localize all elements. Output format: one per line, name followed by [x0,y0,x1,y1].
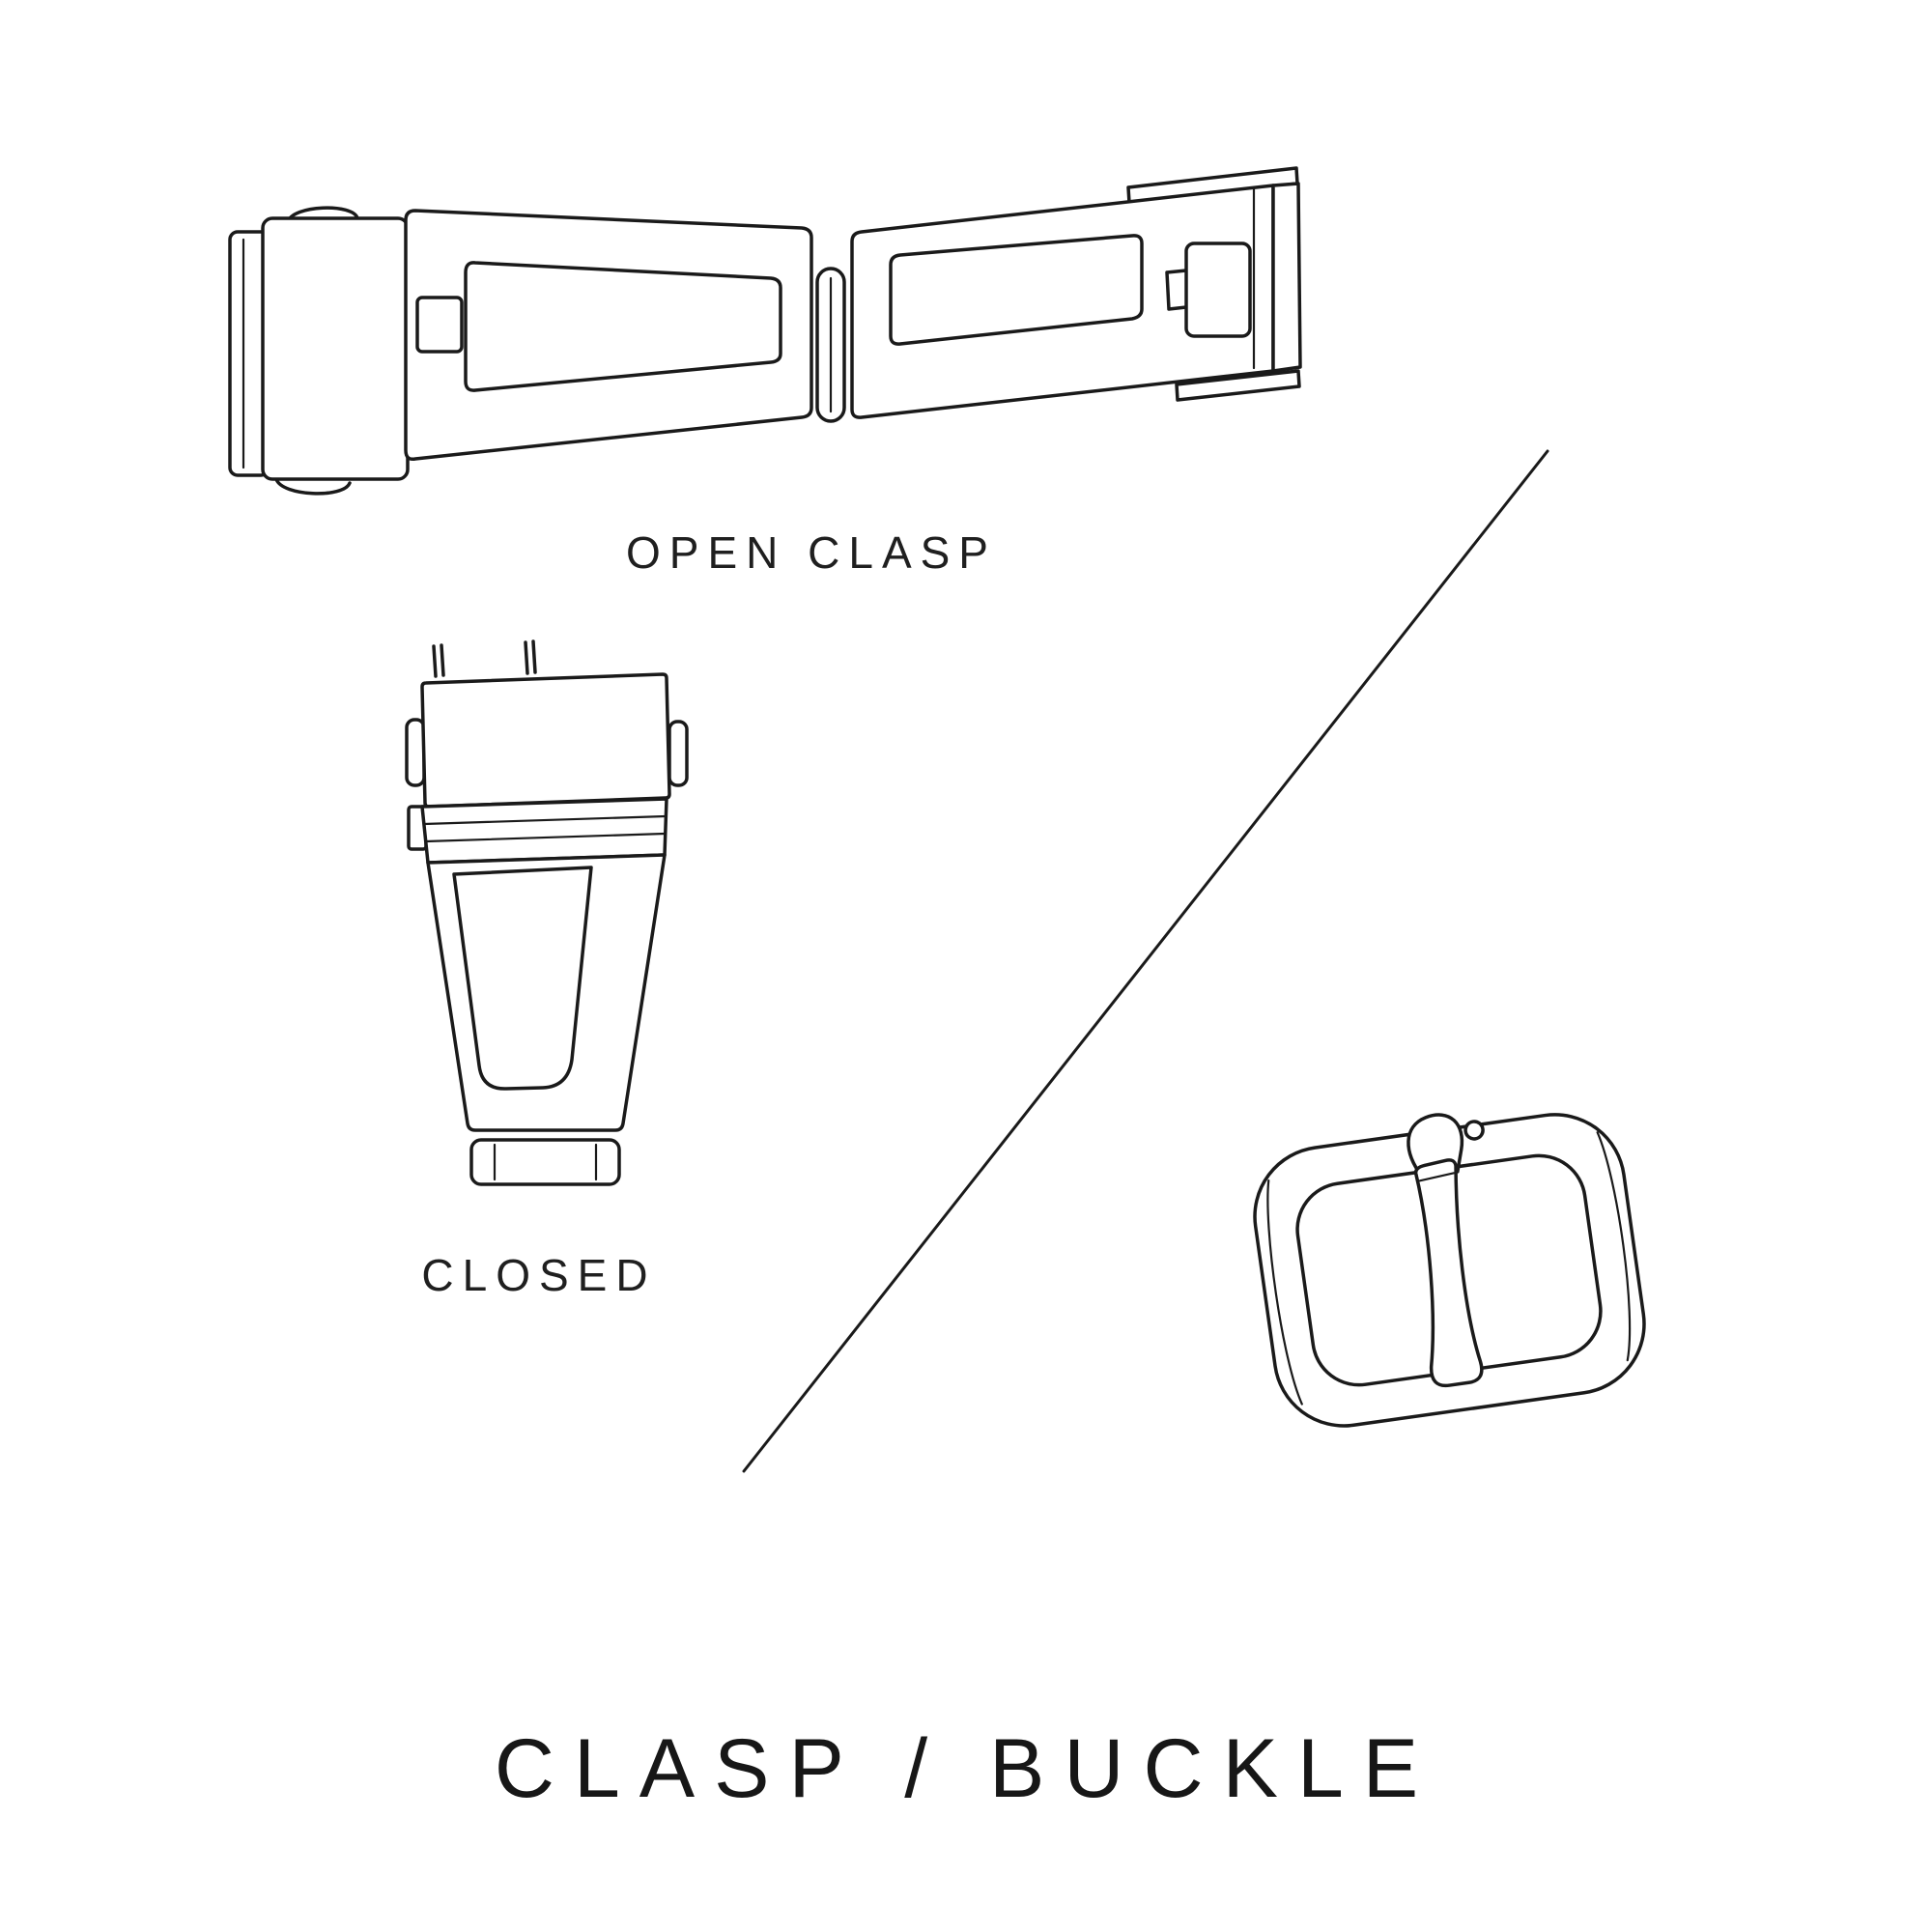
open-clasp-right-arm [850,166,1302,419]
open-clasp-caption: OPEN CLASP [626,527,997,578]
closed-clasp-prongs [432,639,537,678]
closed-clasp-band [407,797,668,865]
closed-clasp-caption: CLOSED [421,1250,657,1300]
open-clasp-hinge [815,267,846,423]
diagonal-separator-line [742,449,1549,1473]
closed-clasp-body [426,853,667,1132]
open-clasp-left-end-link [228,206,410,496]
open-clasp-left-arm [404,209,813,462]
closed-clasp-cover [405,672,689,809]
page-title: CLASP / BUCKLE [494,1722,1438,1815]
open-clasp-illustration [228,166,1302,496]
buckle-illustration [1253,1113,1646,1428]
buckle-prong [1406,1113,1485,1388]
closed-clasp-bottom-bar [469,1138,621,1186]
closed-clasp-illustration [405,639,689,1186]
